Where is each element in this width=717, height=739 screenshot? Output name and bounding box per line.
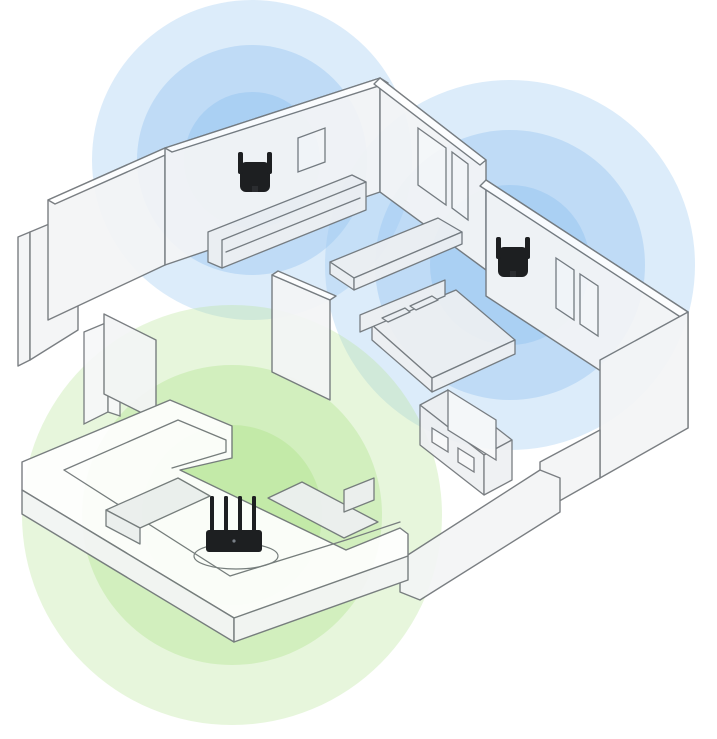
isometric-floorplan [17,77,689,643]
tv-screen [447,388,497,462]
outer-wall-back-left [17,231,31,367]
middle-wall-top [373,77,487,166]
right-window-2 [579,272,599,338]
middle-wall-door-1 [417,126,447,207]
middle-wall-door-2 [451,150,469,222]
wall-picture [297,127,326,173]
right-window-1 [555,256,575,322]
living-room-divider [267,481,379,539]
living-room-front-wall-right [233,555,409,643]
wifi-extender-icon [496,237,530,277]
wifi-router-icon [206,496,262,552]
bedroom-back-wall-top [164,77,389,153]
bed-headboard [359,279,446,333]
front-right-wall [399,469,561,601]
wifi-extender-icon [238,152,272,192]
